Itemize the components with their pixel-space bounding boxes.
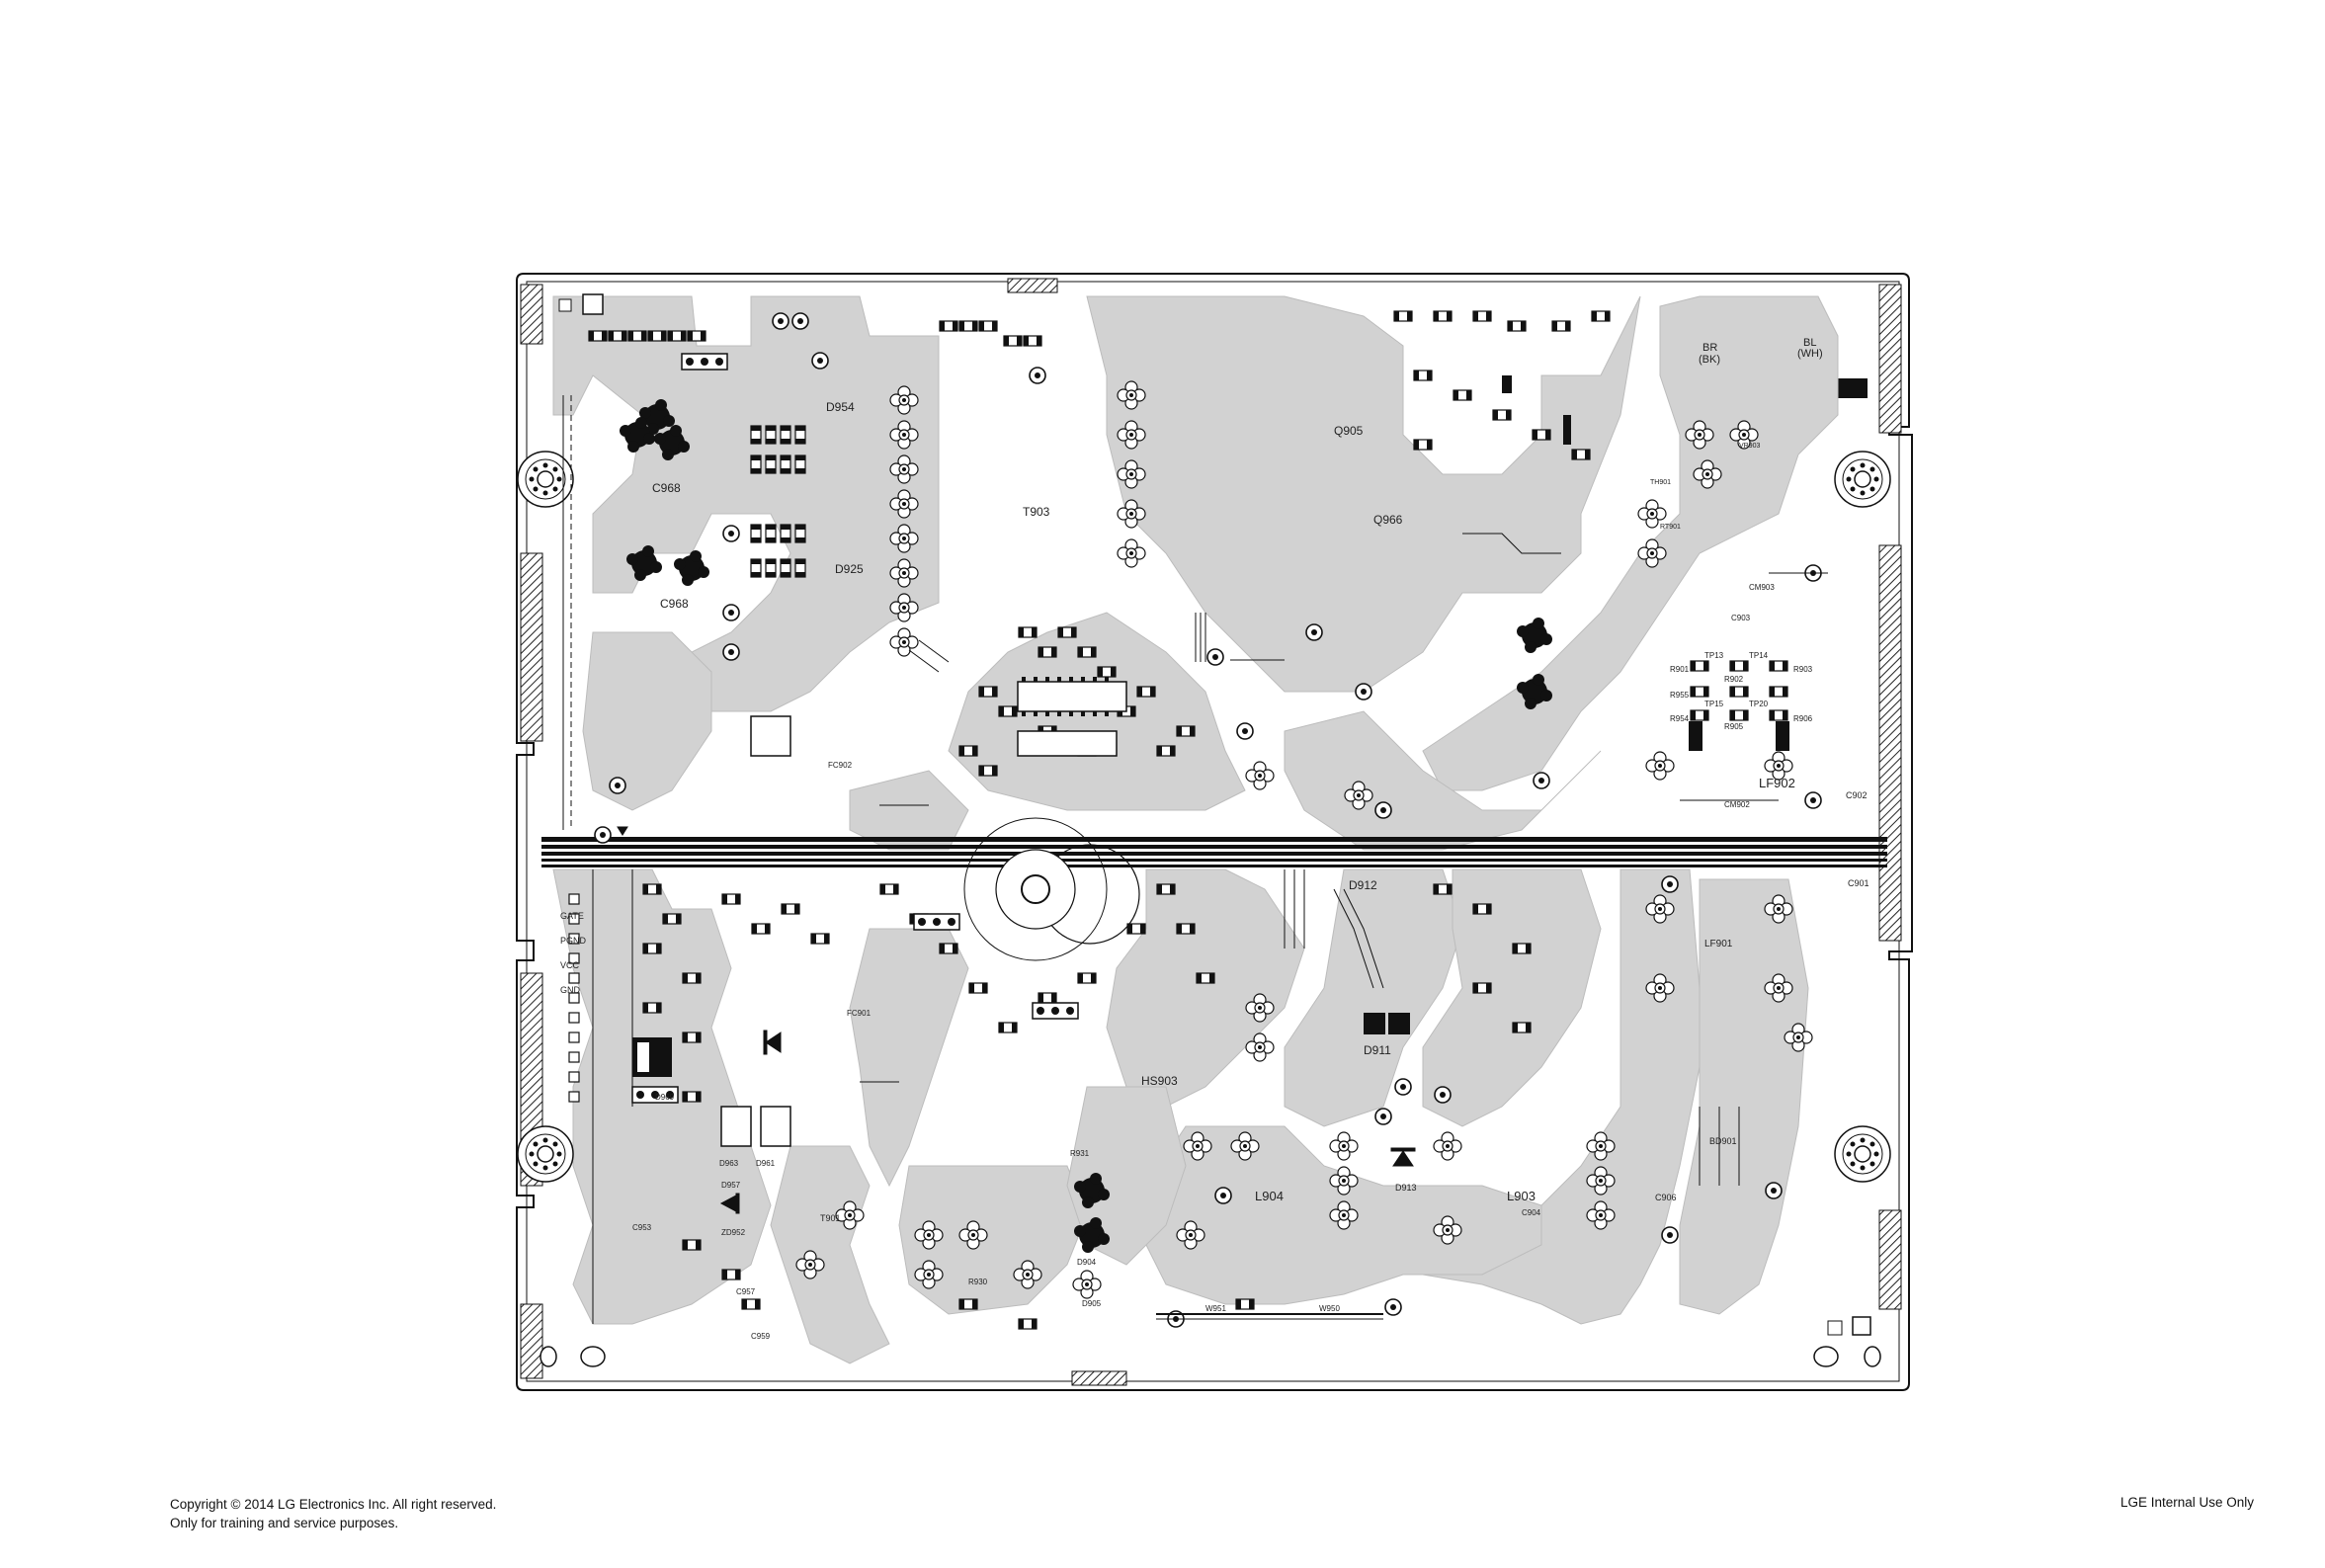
label-t903: T903: [1023, 505, 1050, 519]
label-fc902: FC902: [828, 761, 853, 770]
label-r930: R930: [968, 1278, 988, 1286]
label-r906: R906: [1793, 714, 1813, 723]
label-q905: Q905: [1334, 424, 1364, 438]
label-t901: T901: [820, 1213, 841, 1223]
label-rt901: RT901: [1660, 524, 1681, 531]
label-r931: R931: [1070, 1149, 1090, 1158]
label-d969: D969: [655, 1093, 675, 1102]
label-th901: TH901: [1650, 479, 1671, 486]
label-d912: D912: [1349, 878, 1377, 892]
reference-labels: T903 C968 C968 D954 D925 Q905 Q966 LF902…: [560, 337, 1869, 1341]
label-d905: D905: [1082, 1299, 1102, 1308]
label-d954: D954: [826, 400, 855, 414]
label-lf902: LF902: [1759, 776, 1795, 790]
label-fc901: FC901: [847, 1009, 872, 1018]
label-wh: (WH): [1797, 348, 1823, 360]
diode-symbols: [617, 826, 1416, 1214]
label-r905: R905: [1724, 722, 1744, 731]
label-hs903: HS903: [1141, 1074, 1178, 1088]
label-vr903: VR903: [1739, 443, 1761, 450]
label-d961: D961: [756, 1159, 776, 1168]
traces: [562, 395, 1828, 1324]
label-r902: R902: [1724, 675, 1744, 684]
label-d925: D925: [835, 562, 864, 576]
label-tp20: TP20: [1749, 700, 1769, 708]
label-d913: D913: [1395, 1183, 1417, 1193]
label-c953: C953: [632, 1223, 652, 1232]
label-r903: R903: [1793, 665, 1813, 674]
copyright-line: Copyright © 2014 LG Electronics Inc. All…: [170, 1497, 497, 1512]
label-l904: L904: [1255, 1189, 1284, 1203]
label-c904: C904: [1522, 1208, 1541, 1217]
label-br: BR: [1702, 342, 1717, 354]
label-w951: W951: [1205, 1304, 1226, 1313]
label-cm903: CM903: [1749, 583, 1775, 592]
ground-bus: [541, 837, 1887, 867]
label-c968b: C968: [660, 597, 689, 611]
label-q966: Q966: [1373, 513, 1403, 527]
label-c901: C901: [1848, 878, 1869, 888]
label-gnd: GND: [560, 985, 581, 995]
label-c959: C959: [751, 1332, 771, 1341]
label-r955: R955: [1670, 691, 1690, 700]
copyright-footer: Copyright © 2014 LG Electronics Inc. All…: [170, 1495, 496, 1532]
label-c957: C957: [736, 1287, 756, 1296]
ics-and-heatsinks: [632, 375, 1789, 1147]
label-c906: C906: [1655, 1193, 1677, 1202]
copper-pour: [552, 295, 1839, 1364]
label-zd952: ZD952: [721, 1228, 746, 1237]
label-tp13: TP13: [1704, 651, 1724, 660]
internal-use-notice: LGE Internal Use Only: [2119, 1495, 2254, 1510]
label-vcc: VCC: [560, 960, 580, 970]
label-bd901: BD901: [1709, 1136, 1737, 1146]
label-pgnd: PGND: [560, 936, 587, 946]
label-w950: W950: [1319, 1304, 1340, 1313]
label-lf901: LF901: [1704, 939, 1733, 949]
label-d957: D957: [721, 1181, 741, 1190]
label-c968a: C968: [652, 481, 681, 495]
label-r954: R954: [1670, 714, 1690, 723]
connector-pins: [558, 293, 1871, 1336]
label-cm902: CM902: [1724, 800, 1750, 809]
label-d904: D904: [1077, 1258, 1097, 1267]
label-c903: C903: [1731, 614, 1751, 622]
label-r901: R901: [1670, 665, 1690, 674]
label-d911: D911: [1364, 1043, 1391, 1057]
purpose-line: Only for training and service purposes.: [170, 1516, 399, 1530]
label-c902: C902: [1846, 790, 1868, 800]
label-d963: D963: [719, 1159, 739, 1168]
label-gate: GATE: [560, 911, 584, 921]
mounting-holes: [517, 451, 1891, 1367]
label-tp14: TP14: [1749, 651, 1769, 660]
label-bk: (BK): [1699, 354, 1720, 366]
label-bl: BL: [1803, 337, 1816, 349]
label-tp15: TP15: [1704, 700, 1724, 708]
label-l903: L903: [1507, 1189, 1536, 1203]
